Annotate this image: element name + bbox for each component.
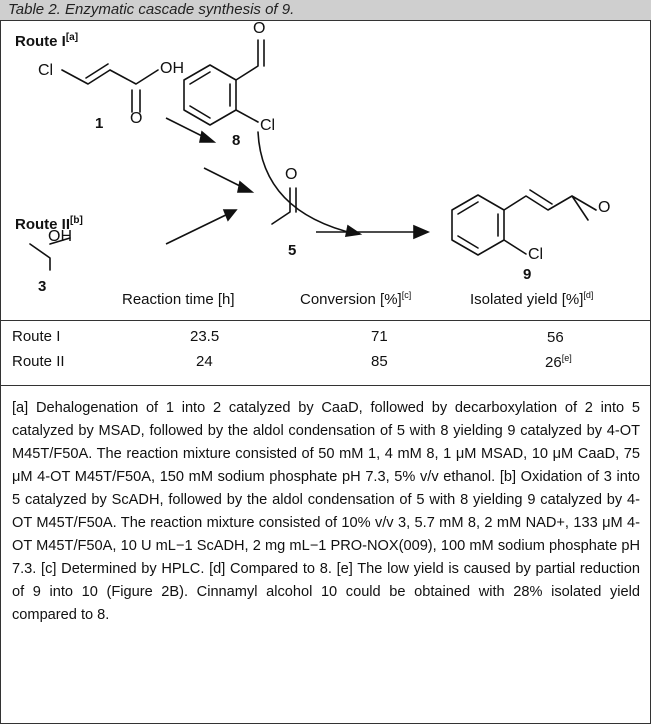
header-isolated-yield: Isolated yield [%][d] — [470, 290, 594, 308]
row-2-conversion: 85 — [371, 353, 388, 370]
row-1-yield: 56 — [547, 329, 564, 346]
atom-cl-9: Cl — [528, 246, 544, 263]
compound-5-number: 5 — [288, 242, 297, 259]
atom-o-5: O — [285, 166, 298, 183]
row-1-route: Route I — [12, 328, 61, 345]
footnote-rule — [0, 385, 651, 386]
compound-8-number: 8 — [232, 132, 241, 149]
footnote-d: [d] Compared to 8. — [209, 561, 332, 577]
atom-oh-1: OH — [160, 60, 184, 77]
curved-arrow-from-8 — [257, 131, 357, 235]
atom-cl-8: Cl — [260, 117, 276, 134]
compound-9-substituents — [503, 189, 597, 255]
arrow-3-to-5 — [165, 211, 233, 245]
row-2-time: 24 — [196, 353, 213, 370]
footnote-e: [e] The low yield is caused by partial r… — [12, 561, 640, 623]
atom-oh-3: OH — [48, 228, 72, 245]
atom-cl-1: Cl — [38, 62, 54, 79]
row-1-conversion: 71 — [371, 328, 388, 345]
route-1-label: Route I[a] — [15, 32, 79, 50]
footnote-c: [c] Determined by HPLC. — [41, 561, 205, 577]
compound-8-ring — [183, 64, 237, 126]
reaction-scheme: Route I[a] Route II[b] Cl OH O 1 O Cl 8 … — [0, 20, 651, 296]
compound-3-number: 3 — [38, 278, 47, 295]
compound-1-bonds — [61, 63, 159, 113]
compound-9-ring — [451, 194, 505, 256]
table-footnotes: [a] Dehalogenation of 1 into 2 catalyzed… — [12, 397, 640, 627]
header-rule — [0, 320, 651, 321]
table-caption: Table 2. Enzymatic cascade synthesis of … — [8, 1, 295, 18]
atom-o-9: O — [598, 199, 611, 216]
atom-o-1: O — [130, 110, 143, 127]
scheme-drawing — [29, 39, 597, 271]
header-reaction-time: Reaction time [h] — [122, 291, 235, 308]
row-1-time: 23.5 — [190, 328, 220, 345]
compound-3-bonds — [29, 237, 71, 271]
compound-1-number: 1 — [95, 115, 104, 132]
footnote-b: [b] Oxidation of 3 into 5 catalyzed by S… — [12, 469, 640, 577]
row-2-route: Route II — [12, 353, 65, 370]
compound-5-bonds — [271, 187, 297, 225]
footnote-a: [a] Dehalogenation of 1 into 2 catalyzed… — [12, 400, 640, 485]
header-conversion: Conversion [%][c] — [300, 290, 412, 308]
route-2-label: Route II[b] — [15, 215, 83, 233]
curved-arrow-head — [344, 224, 363, 237]
compound-8-substituents — [235, 39, 265, 123]
row-2-yield: 26[e] — [545, 353, 572, 371]
atom-o-8: O — [253, 20, 266, 37]
caption-bar: Table 2. Enzymatic cascade synthesis of … — [0, 0, 651, 21]
compound-9-number: 9 — [523, 266, 532, 283]
